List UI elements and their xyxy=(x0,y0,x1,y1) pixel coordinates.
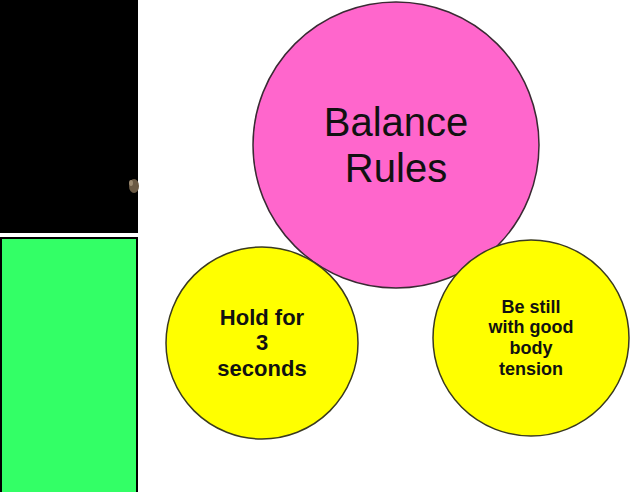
circle-shape xyxy=(433,240,629,436)
photo-detail xyxy=(129,180,133,186)
green-panel xyxy=(1,238,137,492)
rule-text: Hold for 3 seconds xyxy=(215,305,310,381)
rule-text: Be still with good body tension xyxy=(486,297,576,380)
photo-panel xyxy=(0,0,138,233)
photo-detail xyxy=(129,179,139,193)
text-group: Hold for 3 seconds xyxy=(215,305,310,381)
rule-circle: Be still with good body tension xyxy=(432,239,630,437)
circle-shape xyxy=(166,247,358,439)
circle-shape xyxy=(253,2,539,288)
rule-circle: Hold for 3 seconds xyxy=(165,246,359,440)
text-group: Balance Rules xyxy=(301,99,491,191)
text-group: Be still with good body tension xyxy=(486,297,576,380)
rule-text: Balance Rules xyxy=(301,99,491,191)
